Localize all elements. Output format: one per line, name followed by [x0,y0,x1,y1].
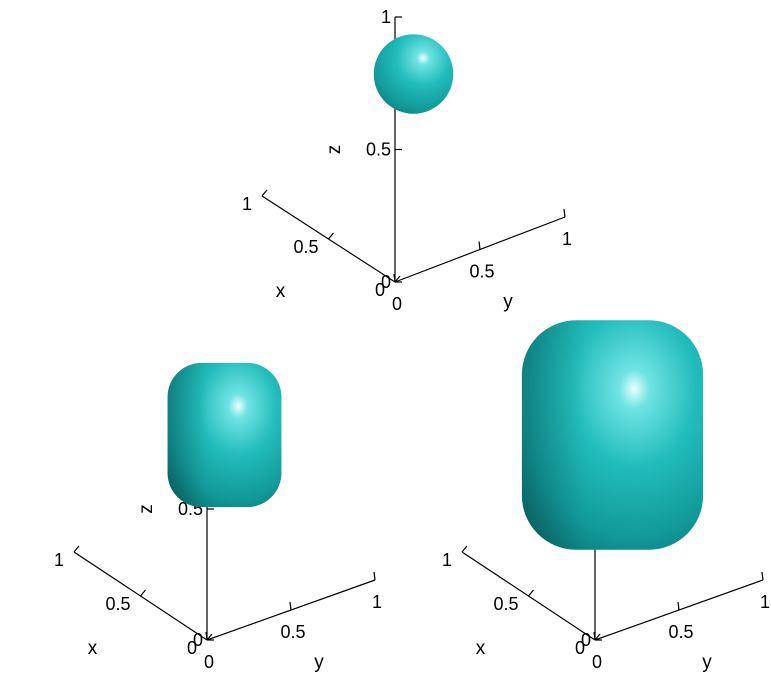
x-tick-label: 0 [375,280,385,300]
x-tick-mark [206,633,213,641]
y-tick-mark [373,571,376,581]
z-axis-label: z [324,145,345,155]
y-axis-label: y [314,652,324,673]
y-tick-mark [478,241,481,250]
z-tick-label: 0 [581,630,591,650]
x-tick-mark [328,232,334,240]
x-tick-mark [261,189,268,197]
y-tick-label: 1 [760,592,770,612]
y-tick-mark [289,601,292,611]
z-tick-label: 0.5 [366,140,391,160]
y-tick-mark [593,631,596,641]
y-tick-mark [205,631,208,641]
y-tick-mark [393,273,396,283]
y-tick-label: 0 [592,652,602,672]
z-tick-label: 1 [381,7,391,27]
y-tick-label: 0 [204,652,214,672]
x-tick-label: 1 [54,550,64,570]
y-tick-label: 0.5 [668,622,693,642]
y-tick-mark [677,601,680,611]
z-axis-label: z [136,504,157,514]
panel-1: 0 0.5 1 0 0.5 1 0 0.5 1 z x y [242,7,572,314]
x-tick-mark [140,589,146,597]
x-tick-label: 0.5 [293,237,318,257]
y-axis-label: y [702,652,712,673]
x-tick-label: 0 [187,638,197,658]
x-axis-label: x [276,281,286,302]
x-tick-mark [594,633,601,641]
x-tick-label: 1 [442,550,452,570]
x-tick-label: 1 [242,194,252,214]
y-tick-mark [563,208,566,218]
y-tick-label: 0.5 [280,622,305,642]
x-tick-label: 0.5 [493,594,518,614]
x-tick-label: 0.5 [105,594,130,614]
y-tick-label: 0.5 [469,262,494,282]
z-tick-label: 0 [193,630,203,650]
x-tick-mark [528,589,534,597]
x-tick-label: 0 [575,638,585,658]
y-tick-mark [761,571,764,581]
x-tick-mark [394,275,401,283]
sphere-surface [373,34,454,114]
x-axis-label: x [88,638,98,659]
x-tick-mark [73,545,80,553]
rounded-cube-shading [521,320,704,550]
x-tick-mark [461,545,468,553]
y-tick-label: 1 [372,592,382,612]
y-tick-label: 0 [392,294,402,314]
x-axis-label: x [476,638,486,659]
z-tick-label: 0 [381,272,391,292]
y-tick-label: 1 [562,229,572,249]
y-axis-label: y [503,292,513,313]
rounded-cube-shading [167,362,282,508]
